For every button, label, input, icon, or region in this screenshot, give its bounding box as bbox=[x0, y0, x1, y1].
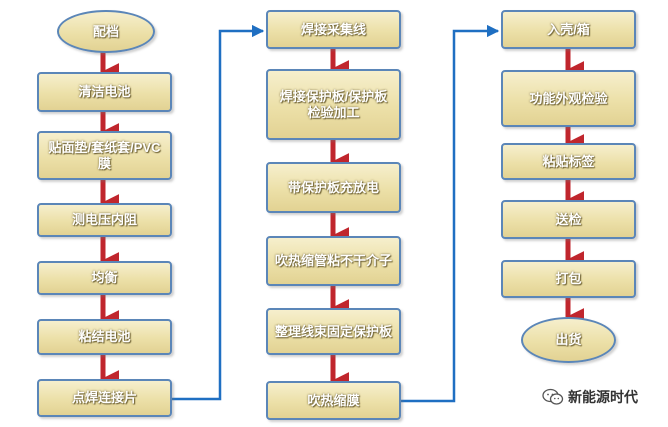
step-pairing: 配档 bbox=[57, 10, 155, 53]
step-weld-protection-board: 焊接保护板/保护板检验加工 bbox=[266, 69, 401, 140]
step-balance: 均衡 bbox=[37, 261, 172, 295]
watermark-text: 新能源时代 bbox=[568, 389, 638, 405]
wechat-icon bbox=[542, 388, 564, 405]
step-weld-harness: 焊接采集线 bbox=[266, 10, 401, 49]
step-bond-battery: 粘结电池 bbox=[37, 319, 172, 355]
step-heat-shrink-insulator: 吹热缩管粘不干介子 bbox=[266, 236, 401, 286]
step-measure-voltage-resistance: 测电压内阻 bbox=[37, 203, 172, 237]
step-pad-sleeve-pvc: 贴面垫/套纸套/PVC膜 bbox=[37, 131, 172, 180]
step-clean-battery: 清洁电池 bbox=[37, 72, 172, 112]
step-case-boxing: 入壳/箱 bbox=[501, 10, 636, 49]
step-heat-shrink-film: 吹热缩膜 bbox=[266, 381, 401, 420]
step-function-appearance-check: 功能外观检验 bbox=[501, 70, 636, 127]
column-link-1-2 bbox=[171, 24, 265, 401]
column-link-2-3 bbox=[401, 24, 500, 403]
step-apply-label: 粘贴标签 bbox=[501, 143, 636, 180]
step-spot-weld-tabs: 点焊连接片 bbox=[37, 379, 172, 417]
step-charge-discharge: 带保护板充放电 bbox=[266, 162, 401, 213]
step-send-inspection: 送检 bbox=[501, 200, 636, 239]
step-pack: 打包 bbox=[501, 260, 636, 298]
step-ship: 出货 bbox=[521, 317, 616, 363]
step-organize-wiring: 整理线束固定保护板 bbox=[266, 308, 401, 355]
watermark: 新能源时代 bbox=[542, 386, 666, 408]
